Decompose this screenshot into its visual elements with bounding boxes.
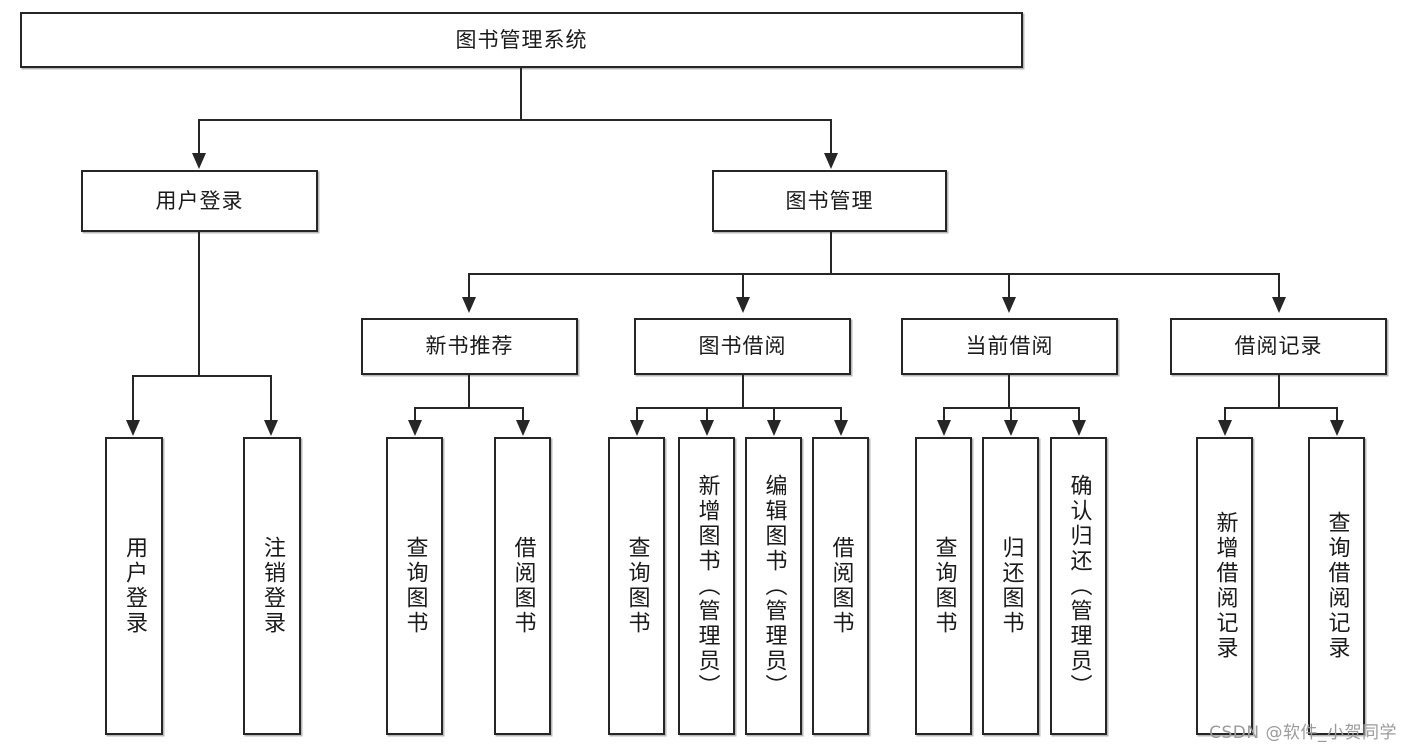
node-label: 借阅图书: [828, 536, 854, 636]
connector-root-to-user-login: [198, 119, 200, 154]
node-borrow-record[interactable]: 借阅记录: [1170, 318, 1387, 375]
arrow-to-leaf-borrow-book-nb: [516, 420, 530, 436]
node-label: 图书管理: [785, 188, 874, 213]
node-label: 借阅图书: [510, 536, 536, 636]
arrow-to-leaf-user-login: [126, 420, 140, 436]
connector-root-trunk: [520, 68, 522, 119]
node-user-login[interactable]: 用户登录: [81, 170, 318, 232]
node-current-borrow[interactable]: 当前借阅: [901, 318, 1118, 375]
node-label: 图书借阅: [698, 334, 787, 359]
node-leaf-query-borrow-record[interactable]: 查询借阅记录: [1308, 437, 1365, 735]
node-leaf-borrow-book-new-recommend[interactable]: 借阅图书: [494, 437, 551, 735]
node-leaf-edit-book-admin[interactable]: 编辑图书（管理员）: [745, 437, 802, 735]
node-book-borrow[interactable]: 图书借阅: [634, 318, 851, 375]
connector-br-drop-2: [1336, 407, 1338, 421]
node-leaf-logout[interactable]: 注销登录: [243, 437, 301, 735]
arrow-to-leaf-add-record: [1218, 420, 1232, 436]
connector-bm-drop-new-book: [468, 273, 470, 298]
node-label: 编辑图书（管理员）: [761, 473, 787, 699]
node-label: 归还图书: [998, 536, 1024, 636]
connector-br-drop-1: [1224, 407, 1226, 421]
arrow-to-current-borrow: [1002, 297, 1016, 313]
connector-bb-drop-1: [636, 407, 638, 421]
node-label: 用户登录: [122, 536, 147, 636]
node-leaf-borrow-book[interactable]: 借阅图书: [812, 437, 869, 735]
arrow-to-book-borrow: [736, 297, 750, 313]
arrow-to-leaf-query-book-nb: [408, 420, 422, 436]
node-label: 确认归还（管理员）: [1066, 473, 1092, 699]
node-leaf-user-login[interactable]: 用户登录: [105, 437, 163, 735]
arrow-to-leaf-add-book-bb: [700, 420, 714, 436]
connector-user-login-drop-1: [132, 375, 134, 421]
node-label: 查询图书: [624, 536, 650, 636]
arrow-to-borrow-record: [1272, 297, 1286, 313]
node-label: 查询图书: [931, 536, 957, 636]
node-label: 图书管理系统: [455, 27, 588, 52]
node-book-management[interactable]: 图书管理: [712, 170, 947, 232]
connector-new-book-drop-2: [522, 407, 524, 421]
connector-book-management-trunk: [830, 232, 832, 273]
node-label: 查询借阅记录: [1324, 511, 1350, 661]
connector-book-borrow-trunk: [742, 375, 744, 407]
node-new-book-recommend[interactable]: 新书推荐: [361, 318, 578, 375]
node-label: 注销登录: [260, 536, 285, 636]
connector-user-login-drop-2: [270, 375, 272, 421]
arrow-to-leaf-query-book-bb: [630, 420, 644, 436]
node-label: 当前借阅: [965, 334, 1054, 359]
arrow-to-leaf-return-book-cb: [1004, 420, 1018, 436]
connector-new-book-trunk: [468, 375, 470, 407]
connector-bb-drop-4: [840, 407, 842, 421]
connector-root-to-book-management: [830, 119, 832, 154]
connector-bm-drop-borrow-record: [1278, 273, 1280, 298]
connector-new-book-drop-1: [414, 407, 416, 421]
node-leaf-add-borrow-record[interactable]: 新增借阅记录: [1196, 437, 1253, 735]
arrow-to-new-book-recommend: [462, 297, 476, 313]
node-label: 用户登录: [155, 188, 244, 213]
node-label: 借阅记录: [1234, 334, 1323, 359]
connector-cb-drop-1: [943, 407, 945, 421]
node-leaf-query-book-borrow[interactable]: 查询图书: [608, 437, 665, 735]
node-label: 新增借阅记录: [1212, 511, 1238, 661]
connector-borrow-record-trunk: [1278, 375, 1280, 407]
arrow-to-leaf-edit-book-bb: [767, 420, 781, 436]
connector-borrow-record-bus: [1224, 407, 1336, 409]
connector-new-book-bus: [414, 407, 522, 409]
connector-user-login-trunk: [198, 232, 200, 375]
arrow-to-book-management: [824, 153, 838, 169]
connector-book-borrow-bus: [636, 407, 840, 409]
arrow-to-leaf-logout: [264, 420, 278, 436]
node-leaf-query-book-new-recommend[interactable]: 查询图书: [386, 437, 443, 735]
arrow-to-leaf-query-book-cb: [937, 420, 951, 436]
connector-user-login-bus: [132, 375, 270, 377]
node-root-book-management-system[interactable]: 图书管理系统: [20, 12, 1023, 68]
node-label: 查询图书: [402, 536, 428, 636]
arrow-to-leaf-query-record: [1330, 420, 1344, 436]
node-leaf-confirm-return-admin[interactable]: 确认归还（管理员）: [1050, 437, 1107, 735]
connector-bb-drop-3: [773, 407, 775, 421]
node-label: 新书推荐: [425, 334, 514, 359]
arrow-to-user-login: [192, 153, 206, 169]
connector-book-management-bus: [468, 273, 1280, 275]
node-leaf-query-book-current[interactable]: 查询图书: [915, 437, 972, 735]
node-label: 新增图书（管理员）: [694, 473, 720, 699]
connector-cb-drop-2: [1010, 407, 1012, 421]
connector-current-borrow-trunk: [1008, 375, 1010, 407]
connector-root-bus: [198, 119, 832, 121]
connector-bm-drop-book-borrow: [742, 273, 744, 298]
connector-cb-drop-3: [1078, 407, 1080, 421]
connector-bb-drop-2: [706, 407, 708, 421]
node-leaf-add-book-admin[interactable]: 新增图书（管理员）: [678, 437, 735, 735]
connector-bm-drop-current-borrow: [1008, 273, 1010, 298]
arrow-to-leaf-confirm-return-cb: [1072, 420, 1086, 436]
arrow-to-leaf-borrow-book-bb: [834, 420, 848, 436]
node-leaf-return-book[interactable]: 归还图书: [982, 437, 1039, 735]
